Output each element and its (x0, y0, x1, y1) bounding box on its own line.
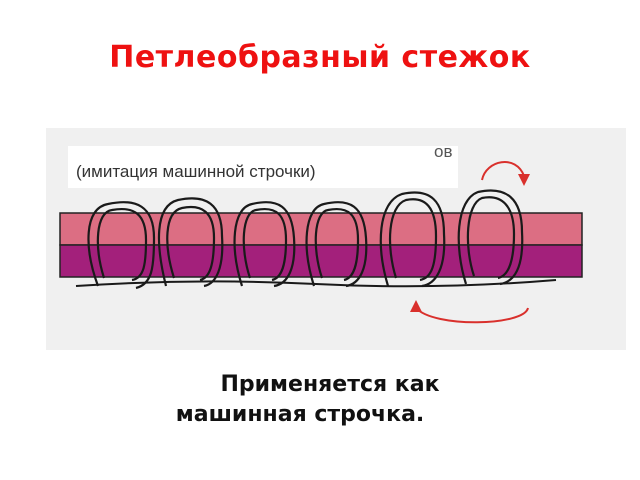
description-line-1: Применяется как (220, 372, 440, 397)
stitch-loop (87, 201, 156, 290)
arrow-clockwise-icon (481, 161, 530, 186)
stitch-figure: ов (имитация машинной строчки) (46, 128, 626, 350)
figure-caption: (имитация машинной строчки) (76, 162, 316, 181)
stitch-loop-inner (242, 207, 288, 282)
stitch-loop-inner (166, 205, 216, 282)
stitch-loop (305, 201, 368, 288)
stitch-loop-inner (96, 207, 148, 282)
stitch-loop (233, 201, 296, 288)
caption-fragment: ов (434, 142, 453, 161)
stitch-loop (157, 197, 224, 288)
stitch-loop-inner (466, 196, 516, 280)
caption-background (68, 146, 458, 188)
stitch-loop (379, 191, 446, 288)
slide-description: Применяется как машинная строчка. (0, 370, 640, 430)
arrow-return-icon (410, 300, 529, 324)
stitch-loop-inner (314, 207, 360, 282)
slide-title: Петлеобразный стежок (109, 40, 531, 75)
fabric-top-layer (59, 212, 583, 246)
stitch-loop-inner (388, 198, 438, 282)
bottom-thread (75, 279, 557, 288)
stitch-illustration (59, 146, 583, 324)
stitch-loop (457, 189, 524, 286)
description-line-2: машинная строчка. (175, 402, 425, 427)
